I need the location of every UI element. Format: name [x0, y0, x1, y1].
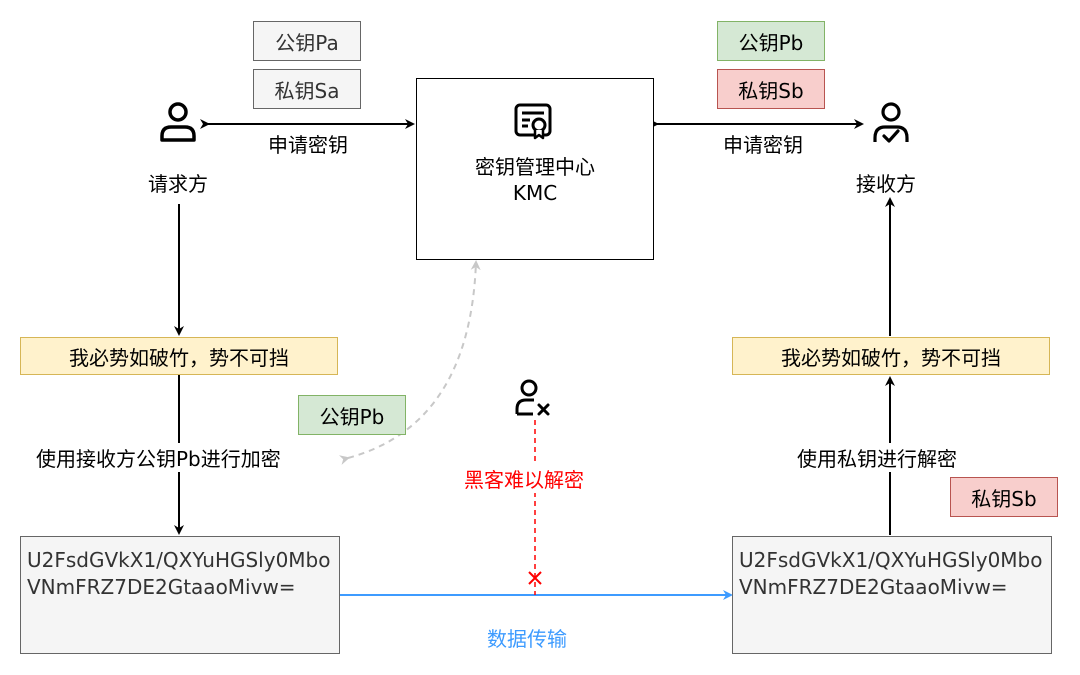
intercept-fail-mark [528, 571, 542, 585]
requester-public-key-label: 公钥Pa [275, 30, 339, 55]
receiver-public-key-tag: 公钥Pb [717, 21, 825, 61]
encrypt-key-tag: 公钥Pb [298, 395, 406, 435]
hacker-label: 黑客难以解密 [462, 464, 586, 493]
decrypt-key-label: 私钥Sb [971, 486, 1037, 511]
plaintext-left-label: 我必势如破竹，势不可挡 [69, 345, 289, 370]
plaintext-box-right: 我必势如破竹，势不可挡 [732, 337, 1050, 375]
receiver-label: 接收方 [856, 168, 916, 197]
ciphertext-box-left: U2FsdGVkX1/QXYuHGSly0MboVNmFRZ7DE2GtaaoM… [20, 536, 340, 654]
user-check-icon [870, 100, 912, 146]
kmc-title: 密钥管理中心 [475, 155, 595, 179]
decrypt-key-tag: 私钥Sb [950, 477, 1058, 517]
kmc-subtitle: KMC [512, 181, 558, 205]
receiver-public-key-label: 公钥Pb [738, 30, 804, 55]
kmc-box: 密钥管理中心 KMC [416, 78, 654, 260]
requester-private-key-label: 私钥Sa [274, 78, 340, 103]
decrypt-label: 使用私钥进行解密 [795, 443, 959, 472]
requester-private-key-tag: 私钥Sa [253, 69, 361, 109]
ciphertext-box-right: U2FsdGVkX1/QXYuHGSly0MboVNmFRZ7DE2GtaaoM… [732, 536, 1052, 654]
receiver-private-key-tag: 私钥Sb [717, 69, 825, 109]
plaintext-box-left: 我必势如破竹，势不可挡 [20, 337, 338, 375]
receiver-request-label: 申请密钥 [723, 129, 803, 158]
requester-label: 请求方 [148, 168, 208, 197]
certificate-icon [513, 101, 553, 141]
user-x-icon [514, 378, 554, 418]
requester-public-key-tag: 公钥Pa [253, 21, 361, 61]
transfer-label: 数据传输 [487, 627, 567, 651]
user-icon [158, 100, 198, 146]
encrypt-key-label: 公钥Pb [319, 404, 385, 429]
plaintext-right-label: 我必势如破竹，势不可挡 [781, 345, 1001, 370]
requester-request-label: 申请密钥 [268, 129, 348, 158]
receiver-private-key-label: 私钥Sb [738, 78, 804, 103]
key-fetch-dashed-arrow [338, 260, 481, 465]
encrypt-label: 使用接收方公钥Pb进行加密 [34, 443, 283, 472]
